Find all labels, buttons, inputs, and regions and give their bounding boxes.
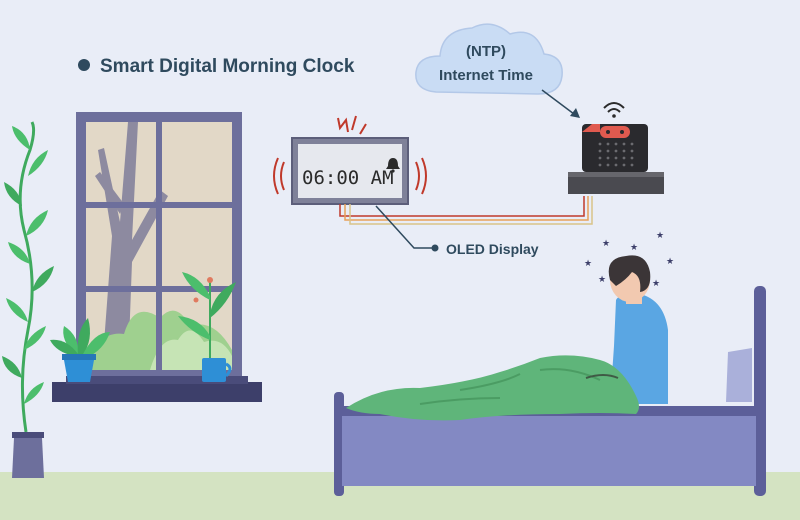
window-mullion-upper — [86, 202, 232, 208]
bell-icon — [386, 158, 400, 173]
person — [608, 255, 668, 404]
bed-post-left — [334, 392, 344, 496]
wires — [339, 196, 593, 225]
vine-pot — [12, 438, 44, 478]
pillow — [726, 348, 752, 402]
pot-plant-right — [178, 272, 236, 382]
window-sill — [52, 382, 262, 402]
window-ledge — [66, 376, 248, 384]
window-mullion-lower — [86, 286, 232, 292]
clock-screen — [298, 144, 402, 198]
cloud-arrow-head — [570, 108, 580, 118]
svg-text:★: ★ — [598, 275, 606, 285]
title-bullet — [78, 59, 90, 71]
cloud-arrow-line — [541, 89, 575, 115]
sleep-stars: ★ ★ ★ ★ ★ ★ ★ — [584, 231, 674, 289]
svg-text:★: ★ — [652, 279, 660, 289]
window-mullion-vertical — [156, 122, 162, 370]
svg-text:★: ★ — [666, 257, 674, 267]
bed-post-right — [754, 286, 766, 496]
pot-left — [64, 360, 94, 382]
blanket — [346, 355, 639, 421]
pot-plant-left — [50, 318, 110, 382]
svg-text:★: ★ — [630, 243, 638, 253]
cloud-line1: (NTP) — [466, 43, 506, 60]
oled-label: OLED Display — [446, 241, 539, 257]
pot-right — [202, 358, 226, 382]
blanket-folds — [419, 368, 601, 405]
cloud-line2: Internet Time — [439, 67, 533, 84]
svg-text:★: ★ — [656, 231, 664, 241]
vine-plant — [2, 121, 54, 478]
title: Smart Digital Morning Clock — [100, 56, 355, 77]
oled-clock: 06:00 AM — [273, 115, 427, 205]
ntp-cloud: (NTP) Internet Time — [415, 23, 563, 95]
person-hair — [608, 255, 651, 292]
window — [52, 112, 262, 402]
board-holder — [568, 172, 664, 194]
person-shirt — [610, 293, 668, 404]
pot-rim — [62, 354, 96, 360]
clock-time: 06:00 AM — [302, 167, 394, 189]
alarm-ring-marks — [337, 115, 367, 135]
microbit-board — [568, 124, 664, 194]
svg-text:★: ★ — [602, 239, 610, 249]
oled-leader-dot — [431, 244, 439, 252]
svg-text:★: ★ — [584, 259, 592, 269]
tree-trunk — [98, 122, 168, 370]
wifi-icon — [603, 102, 625, 118]
oled-leader-line — [375, 205, 432, 249]
bed-base — [342, 416, 756, 486]
